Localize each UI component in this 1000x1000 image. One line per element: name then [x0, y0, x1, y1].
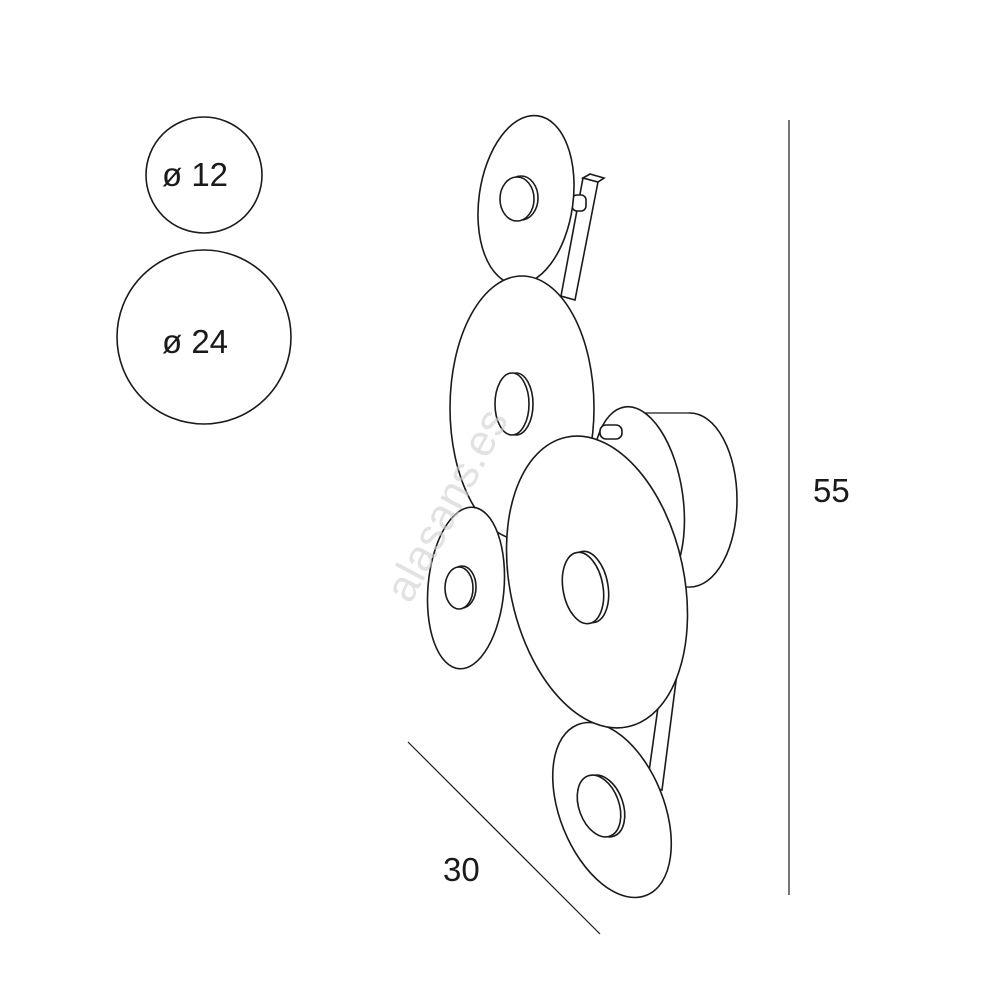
top-disc: [477, 114, 575, 286]
left-small-disc: [426, 506, 506, 670]
large-diameter-label: ø 24: [162, 323, 229, 360]
top-rod: [560, 173, 606, 302]
depth-label: 30: [443, 851, 480, 888]
small-disc-symbol: [145, 116, 263, 234]
front-large-disc: [505, 435, 689, 729]
height-label: 55: [813, 472, 850, 509]
bottom-disc: [551, 721, 673, 899]
small-diameter-label: ø 12: [162, 156, 229, 193]
depth-dimension-line: [407, 741, 601, 935]
large-disc-symbol: [116, 249, 292, 425]
middle-pin: [599, 424, 623, 440]
